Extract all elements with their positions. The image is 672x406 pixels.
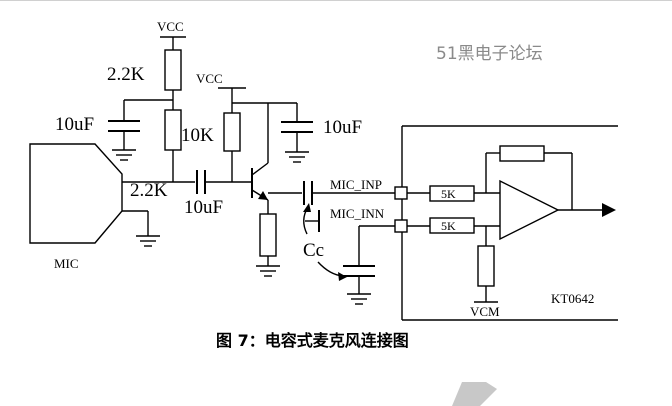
label-chip: KT0642 xyxy=(551,291,594,306)
label-mic-inn: MIC_INN xyxy=(330,206,385,221)
ground-symbol-emitter xyxy=(256,265,280,277)
decorative-shape xyxy=(452,382,497,406)
capacitor-cc xyxy=(343,265,375,277)
label-mic-inp: MIC_INP xyxy=(330,177,382,192)
figure-caption: 图 7：电容式麦克风连接图 xyxy=(216,331,409,350)
transistor-symbol xyxy=(251,103,269,214)
vcc-left-symbol xyxy=(160,36,186,50)
capacitor-10uf-coupling xyxy=(196,170,252,194)
resistor-2k2-mid xyxy=(164,109,182,151)
label-vcc-right: VCC xyxy=(196,71,223,86)
op-amp-symbol xyxy=(499,179,560,241)
output-arrow xyxy=(602,203,616,217)
pin-mic-inn xyxy=(394,219,408,233)
capacitor-mic-inn xyxy=(305,210,320,232)
pin-mic-inp xyxy=(394,186,408,200)
vcc-right-symbol xyxy=(218,87,246,103)
resistor-vcm xyxy=(477,245,495,287)
microphone-symbol xyxy=(29,143,195,244)
label-vcc-left: VCC xyxy=(157,19,184,34)
ground-symbol-right-cap xyxy=(285,151,309,163)
label-mic: MIC xyxy=(54,256,79,271)
ground-symbol-left-cap xyxy=(112,149,136,161)
resistor-10k xyxy=(223,112,241,152)
label-2k2-top: 2.2K xyxy=(107,64,145,85)
resistor-2k2-top xyxy=(164,49,182,91)
label-vcm: VCM xyxy=(470,304,500,319)
label-10k: 10K xyxy=(181,125,214,146)
resistor-emitter xyxy=(259,213,277,257)
ground-symbol-mic xyxy=(136,235,160,247)
label-2k2-mid: 2.2K xyxy=(130,180,168,201)
top-divider xyxy=(0,0,672,1)
label-5k-top: 5K xyxy=(441,187,456,201)
capacitor-10uf-left xyxy=(108,99,173,150)
capacitor-10uf-right xyxy=(281,103,313,152)
label-5k-bottom: 5K xyxy=(441,219,456,233)
label-cc: Cc xyxy=(303,240,324,261)
resistor-feedback xyxy=(499,145,545,162)
cc-arrows xyxy=(303,203,347,281)
label-10uf-coupling: 10uF xyxy=(184,197,223,218)
capacitor-mic-inp xyxy=(303,181,313,205)
watermark-text: 51黑电子论坛 xyxy=(436,44,543,64)
label-10uf-right: 10uF xyxy=(323,117,362,138)
ground-symbol-cc xyxy=(347,293,371,305)
label-10uf-left: 10uF xyxy=(55,114,94,135)
